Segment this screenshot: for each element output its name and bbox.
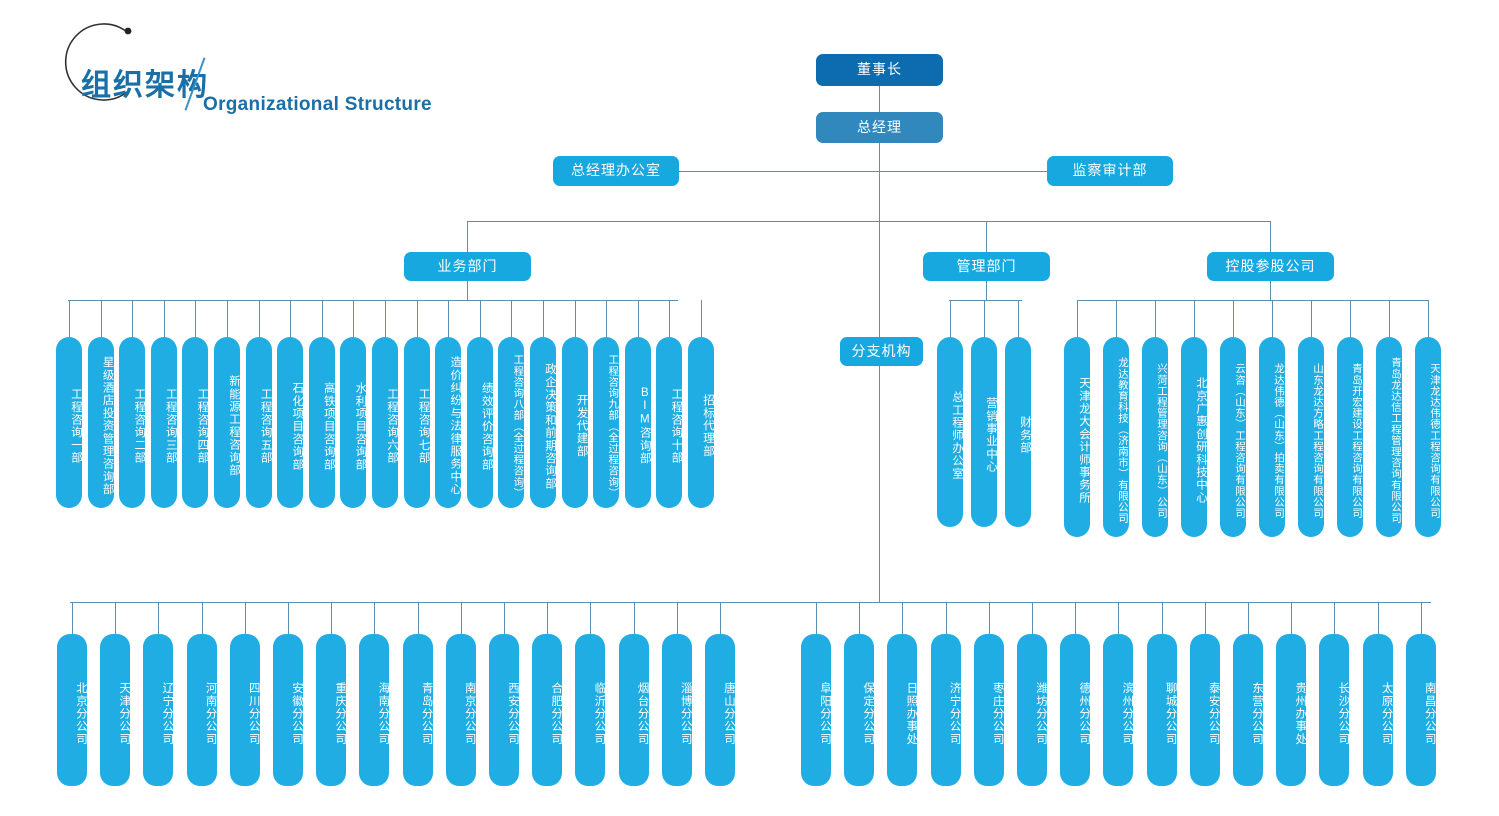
leaf-branch-office[interactable]: 阜阳分公司 xyxy=(801,634,831,786)
leaf-business-unit[interactable]: 水利项目咨询部 xyxy=(340,337,367,508)
leaf-branch-office[interactable]: 日照办事处 xyxy=(887,634,918,786)
node-branch-offices[interactable]: 分支机构 xyxy=(840,337,923,366)
leaf-branch-office[interactable]: 北京分公司 xyxy=(57,634,87,786)
leaf-holding-company[interactable]: 龙达伟德（山东）拍卖有限公司 xyxy=(1259,337,1285,537)
leaf-branch-office[interactable]: 淄博分公司 xyxy=(661,634,692,786)
leaf-holding-company[interactable]: 天津龙达伟德工程咨询有限公司 xyxy=(1415,337,1441,537)
leaf-business-unit[interactable]: 工程咨询四部 xyxy=(182,337,209,508)
title-chinese: 组织架构 xyxy=(81,69,209,102)
node-chairman[interactable]: 董事长 xyxy=(816,54,943,86)
leaf-branch-office[interactable]: 滨州分公司 xyxy=(1103,634,1134,786)
leaf-business-unit[interactable]: 工程咨询八部（全过程咨询） xyxy=(498,337,525,508)
leaf-branch-office[interactable]: 泰安分公司 xyxy=(1189,634,1220,786)
leaf-branch-office[interactable]: 合肥分公司 xyxy=(532,634,563,786)
node-gm-office[interactable]: 总经理办公室 xyxy=(553,156,679,186)
leaf-branch-office[interactable]: 长沙分公司 xyxy=(1319,634,1350,786)
leaf-management-unit[interactable]: 总工程师办公室 xyxy=(937,337,963,527)
title-english: Organizational Structure xyxy=(203,94,432,115)
leaf-business-unit[interactable]: 工程咨询五部 xyxy=(245,337,272,508)
leaf-holding-company[interactable]: 龙达教育科技（济南市）有限公司 xyxy=(1103,337,1129,537)
leaf-branch-office[interactable]: 德州分公司 xyxy=(1060,634,1091,786)
leaf-business-unit[interactable]: 工程咨询三部 xyxy=(150,337,177,508)
leaf-branch-office[interactable]: 辽宁分公司 xyxy=(143,634,174,786)
leaf-branch-office[interactable]: 重庆分公司 xyxy=(316,634,347,786)
leaf-business-unit[interactable]: 星级酒店投资管理咨询部 xyxy=(87,337,114,508)
leaf-holding-company[interactable]: 北京广惠创研科技中心 xyxy=(1181,337,1207,537)
leaf-branch-office[interactable]: 青岛分公司 xyxy=(402,634,433,786)
leaf-business-unit[interactable]: 政企决策和前期咨询部 xyxy=(530,337,556,508)
node-general-manager[interactable]: 总经理 xyxy=(816,112,943,143)
circle-outline-icon xyxy=(64,23,132,101)
leaf-holding-company[interactable]: 青岛开宏建设工程咨询有限公司 xyxy=(1337,337,1363,537)
leaf-holding-company[interactable]: 天津龙大会计师事务所 xyxy=(1064,337,1090,537)
leaf-branch-office[interactable]: 烟台分公司 xyxy=(618,634,649,786)
leaf-business-unit[interactable]: 工程咨询七部 xyxy=(403,337,430,508)
leaf-business-unit[interactable]: 招标代理部 xyxy=(688,337,714,508)
leaf-business-unit[interactable]: 石化项目咨询部 xyxy=(277,337,304,508)
node-management-dept[interactable]: 管理部门 xyxy=(923,252,1050,281)
leaf-branch-office[interactable]: 唐山分公司 xyxy=(705,634,735,786)
leaf-branch-office[interactable]: 东营分公司 xyxy=(1233,634,1263,786)
leaf-branch-office[interactable]: 安徽分公司 xyxy=(273,634,303,786)
leaf-holding-company[interactable]: 云咨（山东）工程咨询有限公司 xyxy=(1220,337,1246,537)
leaf-branch-office[interactable]: 保定分公司 xyxy=(844,634,875,786)
leaf-branch-office[interactable]: 临沂分公司 xyxy=(575,634,606,786)
node-audit-dept[interactable]: 监察审计部 xyxy=(1047,156,1173,186)
node-business-dept[interactable]: 业务部门 xyxy=(404,252,531,281)
leaf-branch-office[interactable]: 西安分公司 xyxy=(489,634,519,786)
leaf-business-unit[interactable]: 工程咨询九部（全过程咨询） xyxy=(593,337,620,508)
leaf-holding-company[interactable]: 山东龙达方略工程咨询有限公司 xyxy=(1298,337,1324,537)
leaf-branch-office[interactable]: 四川分公司 xyxy=(229,634,260,786)
leaf-branch-office[interactable]: 海南分公司 xyxy=(359,634,390,786)
leaf-branch-office[interactable]: 河南分公司 xyxy=(186,634,217,786)
leaf-holding-company[interactable]: 青岛龙达信工程管理咨询有限公司 xyxy=(1376,337,1402,537)
leaf-branch-office[interactable]: 南京分公司 xyxy=(445,634,476,786)
leaf-branch-office[interactable]: 贵州办事处 xyxy=(1276,634,1307,786)
leaf-branch-office[interactable]: 太原分公司 xyxy=(1362,634,1393,786)
leaf-business-unit[interactable]: 工程咨询一部 xyxy=(56,337,82,508)
leaf-branch-office[interactable]: 枣庄分公司 xyxy=(973,634,1004,786)
leaf-branch-office[interactable]: 天津分公司 xyxy=(100,634,131,786)
leaf-business-unit[interactable]: 绩效评价咨询部 xyxy=(466,337,493,508)
leaf-business-unit[interactable]: 工程咨询六部 xyxy=(372,337,398,508)
leaf-holding-company[interactable]: 兴菏工程管理咨询（山东）公司 xyxy=(1142,337,1168,537)
leaf-business-unit[interactable]: 高铁项目咨询部 xyxy=(308,337,335,508)
leaf-business-unit[interactable]: 造价纠纷与法律服务中心 xyxy=(435,337,462,508)
leaf-management-unit[interactable]: 财务部 xyxy=(1005,337,1031,527)
leaf-branch-office[interactable]: 潍坊分公司 xyxy=(1017,634,1047,786)
leaf-business-unit[interactable]: 工程咨询二部 xyxy=(119,337,146,508)
leaf-branch-office[interactable]: 聊城分公司 xyxy=(1146,634,1177,786)
leaf-business-unit[interactable]: BIM咨询部 xyxy=(624,337,651,508)
page-title: 组织架构 Organizational Structure xyxy=(55,14,495,126)
leaf-management-unit[interactable]: 营销事业中心 xyxy=(971,337,997,527)
leaf-business-unit[interactable]: 工程咨询十部 xyxy=(656,337,683,508)
leaf-business-unit[interactable]: 新能源工程咨询部 xyxy=(214,337,240,508)
node-holding-companies[interactable]: 控股参股公司 xyxy=(1207,252,1334,281)
leaf-business-unit[interactable]: 开发代建部 xyxy=(561,337,588,508)
leaf-branch-office[interactable]: 济宁分公司 xyxy=(930,634,961,786)
leaf-branch-office[interactable]: 南昌分公司 xyxy=(1405,634,1436,786)
